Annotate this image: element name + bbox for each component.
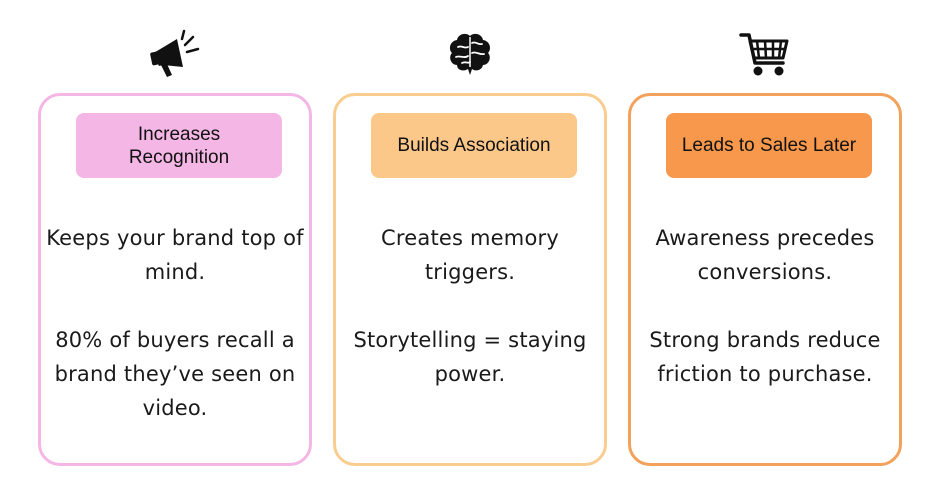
brain-icon: [442, 27, 498, 83]
card-text: Strong brands reduce friction to purchas…: [649, 328, 881, 386]
card-text: Keeps your brand top of mind.: [46, 226, 304, 284]
recognition-card: Increases Recognition Keeps your brand t…: [38, 93, 312, 466]
card-column-sales: Leads to Sales Later Awareness precedes …: [628, 0, 902, 487]
card-text: Storytelling = staying power.: [353, 328, 587, 386]
megaphone-icon: [147, 27, 203, 83]
card-title: Builds Association: [371, 113, 577, 178]
card-column-association: Builds Association Creates memory trigge…: [333, 0, 607, 487]
card-text: 80% of buyers recall a brand they’ve see…: [54, 328, 296, 420]
association-card: Builds Association Creates memory trigge…: [333, 93, 607, 466]
sales-card: Leads to Sales Later Awareness precedes …: [628, 93, 902, 466]
card-text: Creates memory triggers.: [381, 226, 559, 284]
card-title: Leads to Sales Later: [666, 113, 872, 178]
card-title: Increases Recognition: [76, 113, 282, 178]
shopping-cart-icon: [737, 27, 793, 83]
card-text: Awareness precedes conversions.: [655, 226, 875, 284]
card-column-recognition: Increases Recognition Keeps your brand t…: [38, 0, 312, 487]
